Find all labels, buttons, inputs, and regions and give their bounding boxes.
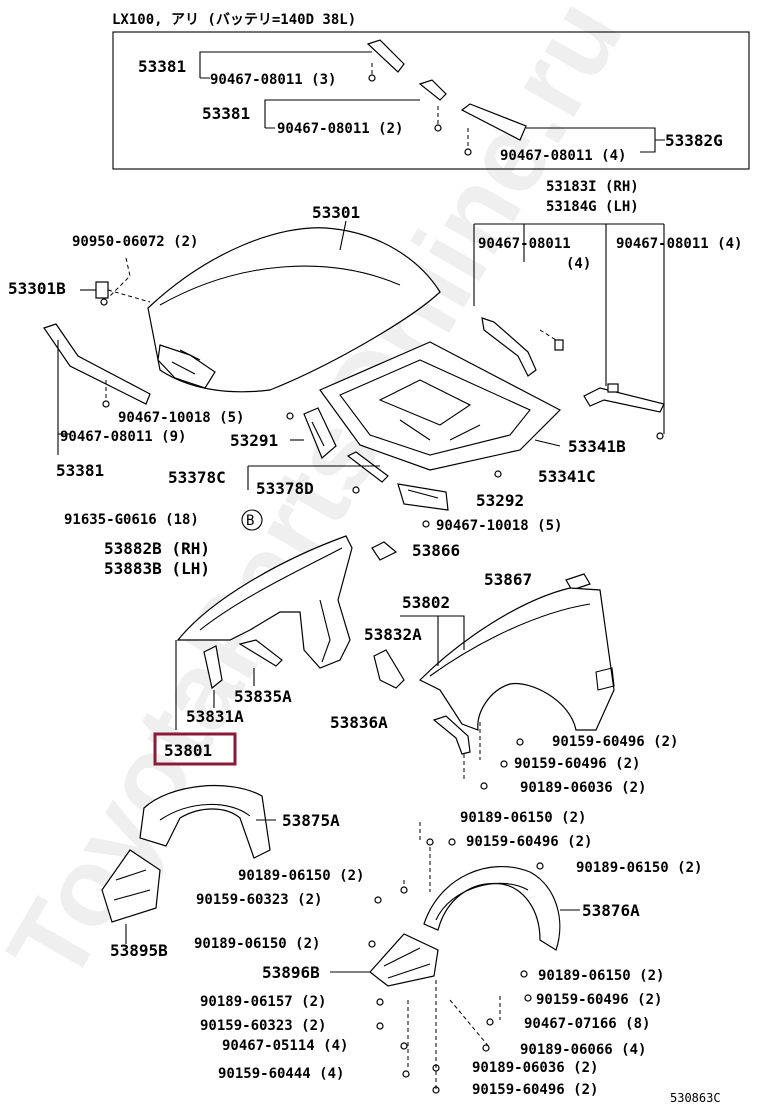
front-fender	[418, 587, 615, 731]
hood-insulator	[319, 341, 562, 471]
fender-liner-53876A	[423, 865, 561, 951]
label-53831A[interactable]: 53831A	[186, 707, 244, 726]
label-90467-08011-3[interactable]: 90467-08011 (3)	[210, 72, 336, 88]
strip-53378	[346, 451, 389, 494]
label-53381-low[interactable]: 53381	[56, 461, 104, 480]
hood-cushion	[95, 257, 151, 306]
label-91635-G0616[interactable]: 91635-G0616 (18)	[64, 512, 199, 528]
label-90467-08011-2[interactable]: 90467-08011 (2)	[277, 121, 403, 137]
label-90467-10018-5a[interactable]: 90467-10018 (5)	[118, 410, 244, 426]
label-53876A[interactable]: 53876A	[582, 901, 640, 920]
label-53381-top[interactable]: 53381	[138, 57, 186, 76]
label-53381-mid[interactable]: 53381	[202, 104, 250, 123]
splash-shield-53895B	[101, 849, 161, 923]
label-90159-60496-2e[interactable]: 90159-60496 (2)	[472, 1082, 598, 1098]
label-53896B[interactable]: 53896B	[262, 963, 320, 982]
label-90189-06036-2b[interactable]: 90189-06036 (2)	[472, 1060, 598, 1076]
label-53895B[interactable]: 53895B	[110, 941, 168, 960]
drawing-code: 530863C	[670, 1091, 721, 1105]
label-53866[interactable]: 53866	[412, 541, 460, 560]
label-90189-06157[interactable]: 90189-06157 (2)	[200, 994, 326, 1010]
label-90189-06150-2d[interactable]: 90189-06150 (2)	[194, 936, 320, 952]
label-90950-06072[interactable]: 90950-06072 (2)	[72, 234, 198, 250]
bracket-53292	[397, 483, 449, 511]
label-90189-06150-2a[interactable]: 90189-06150 (2)	[460, 810, 586, 826]
label-53882B[interactable]: 53882B (RH)	[104, 539, 210, 558]
highlight-box-53801[interactable]	[153, 732, 237, 766]
label-53835A[interactable]: 53835A	[234, 687, 292, 706]
variant-box	[112, 31, 750, 170]
label-53301[interactable]: 53301	[312, 203, 360, 222]
label-90467-08011-9[interactable]: 90467-08011 (9)	[60, 429, 186, 445]
label-90159-60444[interactable]: 90159-60444 (4)	[218, 1066, 344, 1082]
label-90159-60323-2b[interactable]: 90159-60323 (2)	[200, 1018, 326, 1034]
variant-header: LX100, アリ (バッテリ=140D 38L)	[112, 12, 356, 28]
label-53883B[interactable]: 53883B (LH)	[104, 559, 210, 578]
left-support-strip	[43, 323, 151, 408]
label-53832A[interactable]: 53832A	[364, 625, 422, 644]
label-90467-05114[interactable]: 90467-05114 (4)	[222, 1038, 348, 1054]
splash-shield-53896B	[369, 933, 439, 987]
apron-bracket-53835A	[238, 639, 283, 667]
fender-liner-53875A	[139, 784, 271, 859]
bracket-53867	[565, 573, 591, 591]
label-90467-07166[interactable]: 90467-07166 (8)	[524, 1016, 650, 1032]
label-53875A[interactable]: 53875A	[282, 811, 340, 830]
top-strip-2	[418, 79, 447, 132]
top-strip-3	[460, 103, 527, 156]
label-90467-08011-4c[interactable]: 90467-08011 (4)	[616, 236, 742, 252]
label-90467-08011-4b-qty[interactable]: (4)	[566, 256, 591, 272]
label-53341B[interactable]: 53341B	[568, 437, 626, 456]
label-90159-60496-2c[interactable]: 90159-60496 (2)	[466, 834, 592, 850]
label-53378D[interactable]: 53378D	[256, 479, 314, 498]
hood-hinge-lh	[583, 383, 665, 413]
label-90159-60323-2a[interactable]: 90159-60323 (2)	[196, 892, 322, 908]
hood-hinge-rh	[481, 317, 564, 377]
label-90189-06066[interactable]: 90189-06066 (4)	[520, 1042, 646, 1058]
label-90189-06150-2c[interactable]: 90189-06150 (2)	[238, 868, 364, 884]
bracket-53866	[371, 541, 398, 561]
label-90159-60496-2b[interactable]: 90159-60496 (2)	[514, 756, 640, 772]
top-strip-1	[366, 39, 405, 82]
label-53183I[interactable]: 53183I (RH)	[546, 179, 639, 195]
label-90189-06036-2a[interactable]: 90189-06036 (2)	[520, 780, 646, 796]
label-53802[interactable]: 53802	[402, 593, 450, 612]
bracket-53836A	[432, 715, 471, 755]
label-90467-08011-4a[interactable]: 90467-08011 (4)	[500, 148, 626, 164]
label-53867[interactable]: 53867	[484, 570, 532, 589]
label-90189-06150-2e[interactable]: 90189-06150 (2)	[538, 968, 664, 984]
label-53382G[interactable]: 53382G	[665, 131, 723, 150]
fender-apron	[176, 535, 353, 669]
hood-panel	[147, 227, 441, 393]
reference-circle	[241, 509, 263, 531]
label-90189-06150-2b[interactable]: 90189-06150 (2)	[576, 860, 702, 876]
label-53801-highlight[interactable]: 53801	[164, 741, 212, 760]
label-90467-08011-4b[interactable]: 90467-08011	[478, 236, 571, 252]
apron-bracket-53831A	[203, 645, 223, 690]
seal-53291	[303, 407, 337, 459]
bracket-53832A	[373, 649, 405, 689]
label-53184G[interactable]: 53184G (LH)	[546, 199, 639, 215]
label-90159-60496-2a[interactable]: 90159-60496 (2)	[552, 734, 678, 750]
label-53378C[interactable]: 53378C	[168, 468, 226, 487]
label-53291[interactable]: 53291	[230, 431, 278, 450]
reference-letter: B	[246, 513, 254, 529]
label-90467-10018-5b[interactable]: 90467-10018 (5)	[436, 518, 562, 534]
label-53341C[interactable]: 53341C	[538, 467, 596, 486]
label-53292[interactable]: 53292	[476, 491, 524, 510]
label-90159-60496-2d[interactable]: 90159-60496 (2)	[536, 992, 662, 1008]
label-53301B[interactable]: 53301B	[8, 279, 66, 298]
label-53836A[interactable]: 53836A	[330, 713, 388, 732]
